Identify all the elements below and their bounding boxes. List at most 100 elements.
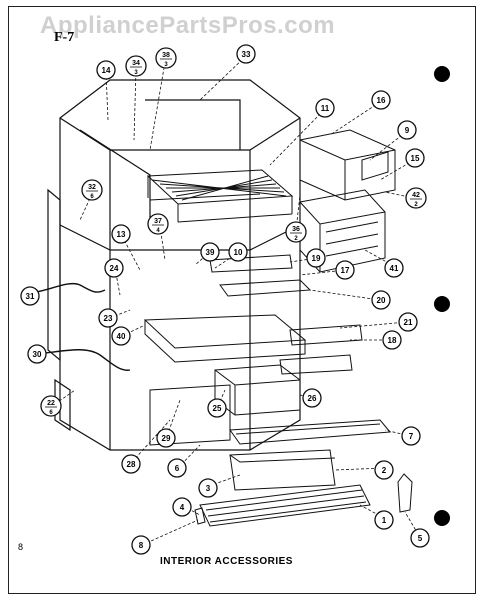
callout-label: 32 [88, 184, 96, 191]
callout-circle [156, 428, 176, 448]
callout-circle [374, 460, 394, 480]
figure-label: F-7 [54, 30, 75, 45]
callout-label: 31 [26, 292, 35, 301]
callout-26: 26 [302, 388, 322, 408]
callout-circle [20, 286, 40, 306]
callout-label: 28 [127, 460, 136, 469]
callout-quantity: 2 [294, 236, 298, 242]
bottom-pan-and-grille [194, 449, 413, 527]
punch-hole-top [434, 66, 450, 82]
callout-24: 24 [104, 258, 124, 278]
callout-label: 15 [411, 154, 420, 163]
callout-circle [285, 221, 307, 243]
page-border [8, 6, 476, 594]
callout-label: 40 [117, 332, 126, 341]
callout-label: 17 [341, 266, 350, 275]
callout-16: 16 [371, 90, 391, 110]
callout-36: 36 2 [285, 221, 307, 243]
callout-10: 10 [228, 242, 248, 262]
callout-15: 15 [405, 148, 425, 168]
callout-label: 30 [33, 350, 42, 359]
callout-label: 22 [47, 400, 55, 407]
callout-circle [131, 535, 151, 555]
callout-circle [98, 308, 118, 328]
callout-circle [306, 248, 326, 268]
callout-29: 29 [156, 428, 176, 448]
callout-circle [401, 426, 421, 446]
callout-1: 1 [374, 510, 394, 530]
callout-label: 6 [175, 464, 180, 473]
callout-label: 2 [382, 466, 387, 475]
callout-label: 42 [412, 192, 420, 199]
callout-circle [397, 120, 417, 140]
callout-23: 23 [98, 308, 118, 328]
callout-11: 11 [315, 98, 335, 118]
callout-9: 9 [397, 120, 417, 140]
callout-circle [382, 330, 402, 350]
callout-7: 7 [401, 426, 421, 446]
callout-label: 36 [292, 226, 300, 233]
callout-31: 31 [20, 286, 40, 306]
fresh-food-shelves [143, 254, 363, 375]
callout-label: 16 [377, 96, 386, 105]
callout-circle [315, 98, 335, 118]
punch-hole-bottom [434, 510, 450, 526]
callout-circle [405, 148, 425, 168]
callout-25: 25 [207, 398, 227, 418]
callout-8: 8 [131, 535, 151, 555]
callout-label: 24 [110, 264, 119, 273]
callout-circle [410, 528, 430, 548]
callout-circle [111, 224, 131, 244]
callout-30: 30 [27, 344, 47, 364]
callout-circle [104, 258, 124, 278]
callout-label: 39 [206, 248, 215, 257]
page-number: 8 [18, 542, 24, 552]
callout-14: 14 [96, 60, 116, 80]
callout-21: 21 [398, 312, 418, 332]
callout-34: 343 [125, 55, 147, 77]
callout-label: 34 [132, 60, 140, 67]
callout-label: 33 [242, 50, 251, 59]
callout-circle [172, 497, 192, 517]
callout-28: 28 [121, 454, 141, 474]
callout-label: 18 [388, 336, 397, 345]
callout-circle [111, 326, 131, 346]
callout-circle [155, 47, 177, 69]
callout-label: 14 [102, 66, 111, 75]
callout-label: 38 [162, 52, 170, 59]
callout-5: 5 [410, 528, 430, 548]
callout-circle [236, 44, 256, 64]
callout-6: 6 [167, 458, 187, 478]
callout-38: 383 [155, 47, 177, 69]
callout-label: 19 [312, 254, 321, 263]
callout-quantity: 6 [49, 410, 53, 416]
callout-label: 26 [308, 394, 317, 403]
watermark-text: AppliancePartsPros.com [40, 12, 336, 39]
callout-39: 39 [200, 242, 220, 262]
callout-circle [40, 395, 62, 417]
callout-label: 11 [321, 104, 330, 113]
callout-circle [371, 290, 391, 310]
tubing-and-wires [35, 283, 131, 371]
callout-label: 21 [404, 318, 413, 327]
callout-circle [167, 458, 187, 478]
callout-32: 326 [81, 179, 103, 201]
callout-label: 9 [405, 126, 410, 135]
callout-circle [125, 55, 147, 77]
callout-quantity: 4 [156, 228, 160, 234]
diagram-caption: INTERIOR ACCESSORIES [160, 556, 293, 567]
callout-quantity: 2 [414, 202, 418, 208]
callout-37: 37 4 [147, 213, 169, 235]
callout-circle [384, 258, 404, 278]
callout-label: 13 [117, 230, 126, 239]
callout-2: 2 [374, 460, 394, 480]
callout-label: 37 [154, 218, 162, 225]
leader-lines [50, 55, 419, 546]
callout-label: 29 [162, 434, 171, 443]
callout-circle [398, 312, 418, 332]
callout-circle [302, 388, 322, 408]
callout-4: 4 [172, 497, 192, 517]
